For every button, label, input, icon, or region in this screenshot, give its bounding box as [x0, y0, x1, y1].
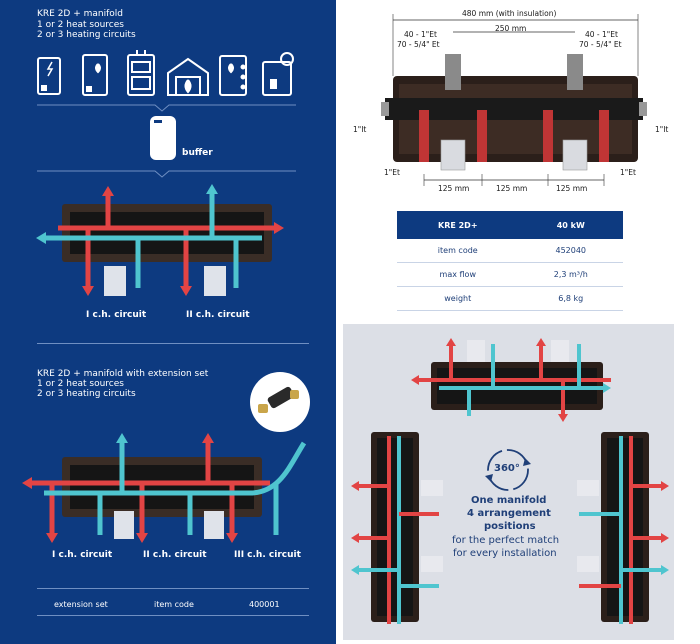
diagram2-circuit-2: II c.h. circuit [143, 550, 207, 560]
footer-extension-set: extension set [54, 600, 108, 609]
section-divider [37, 343, 309, 344]
buffer-label: buffer [182, 148, 213, 158]
extension-set-photo [250, 372, 310, 432]
section2-heating-circuits: 2 or 3 heating circuits [37, 389, 136, 399]
arrangement-sub-2: for every installation [453, 548, 557, 559]
dim-top-left-2: 70 - 5/4" Et [397, 40, 440, 49]
diagram2-circuit-1: I c.h. circuit [52, 550, 113, 560]
arrangement-heading-2: 4 arrangement [467, 508, 551, 519]
spec-value: 452040 [518, 239, 623, 263]
spec-label: item code [397, 239, 519, 263]
spec-label: weight [397, 286, 519, 311]
footer-item-code-label: item code [154, 600, 194, 609]
gas-boiler-icon [82, 54, 108, 96]
dim-overall: 480 mm (with insulation) [462, 9, 557, 18]
dimension-drawing [381, 14, 647, 186]
spec-label: max flow [397, 262, 519, 287]
dim-spacing-3: 125 mm [556, 184, 588, 193]
heat-pump-icon [262, 52, 294, 96]
rotate-360-icon [485, 449, 531, 491]
arrangement-top-manifold [351, 338, 669, 624]
section1-heating-circuits: 2 or 3 heating circuits [37, 30, 136, 40]
divider-chevron-2 [37, 170, 296, 178]
fireplace-icon [167, 57, 209, 96]
rotate-360-label: 360° [494, 463, 520, 474]
spec-row: max flow 2,3 m³/h [397, 262, 623, 287]
spec-row: weight 6,8 kg [397, 286, 623, 311]
spec-value: 2,3 m³/h [518, 262, 623, 287]
dim-inner: 250 mm [495, 24, 527, 33]
dim-top-right-1: 40 - 1"Et [585, 30, 618, 39]
solid-fuel-boiler-icon [127, 50, 155, 96]
spec-header-row: KRE 2D+ 40 kW [397, 211, 623, 239]
spec-value: 6,8 kg [518, 286, 623, 311]
dim-side-right: 1"It [655, 125, 669, 134]
footer-item-code-value: 400001 [249, 600, 280, 609]
buffer-tank-icon [150, 116, 176, 160]
dim-bottom-left: 1"Et [384, 168, 400, 177]
pellet-boiler-icon [219, 55, 247, 96]
dim-bottom-right: 1"Et [620, 168, 636, 177]
diagram1-circuit-1: I c.h. circuit [86, 310, 147, 320]
dim-side-left: 1"It [353, 125, 367, 134]
dim-top-right-2: 70 - 5/4" Et [579, 40, 622, 49]
section2-title: KRE 2D + manifold with extension set [37, 369, 209, 379]
arrangement-heading-1: One manifold [471, 495, 547, 506]
manifold-diagram-2 [22, 433, 307, 543]
spec-row: item code 452040 [397, 239, 623, 263]
dim-spacing-1: 125 mm [438, 184, 470, 193]
electric-boiler-icon [37, 57, 61, 95]
diagram1-circuit-2: II c.h. circuit [186, 310, 250, 320]
divider-chevron-1 [37, 104, 296, 112]
spec-header-power: 40 kW [518, 211, 623, 239]
dim-top-left-1: 40 - 1"Et [404, 30, 437, 39]
footer-top-line [37, 588, 309, 589]
left-panel: KRE 2D + manifold 1 or 2 heat sources 2 … [0, 0, 336, 644]
footer-bottom-line [37, 615, 309, 616]
arrangement-sub-1: for the perfect match [452, 535, 560, 546]
arrangement-heading-3: positions [484, 521, 536, 532]
section1-heat-sources: 1 or 2 heat sources [37, 20, 124, 30]
manifold-diagram-1 [36, 184, 284, 296]
section2-heat-sources: 1 or 2 heat sources [37, 379, 124, 389]
spec-header-model: KRE 2D+ [397, 211, 519, 239]
section1-title: KRE 2D + manifold [37, 9, 123, 19]
diagram2-circuit-3: III c.h. circuit [234, 550, 301, 560]
heat-source-icons [37, 50, 294, 96]
spec-table: KRE 2D+ 40 kW item code 452040 max flow … [397, 211, 623, 311]
dim-spacing-2: 125 mm [496, 184, 528, 193]
